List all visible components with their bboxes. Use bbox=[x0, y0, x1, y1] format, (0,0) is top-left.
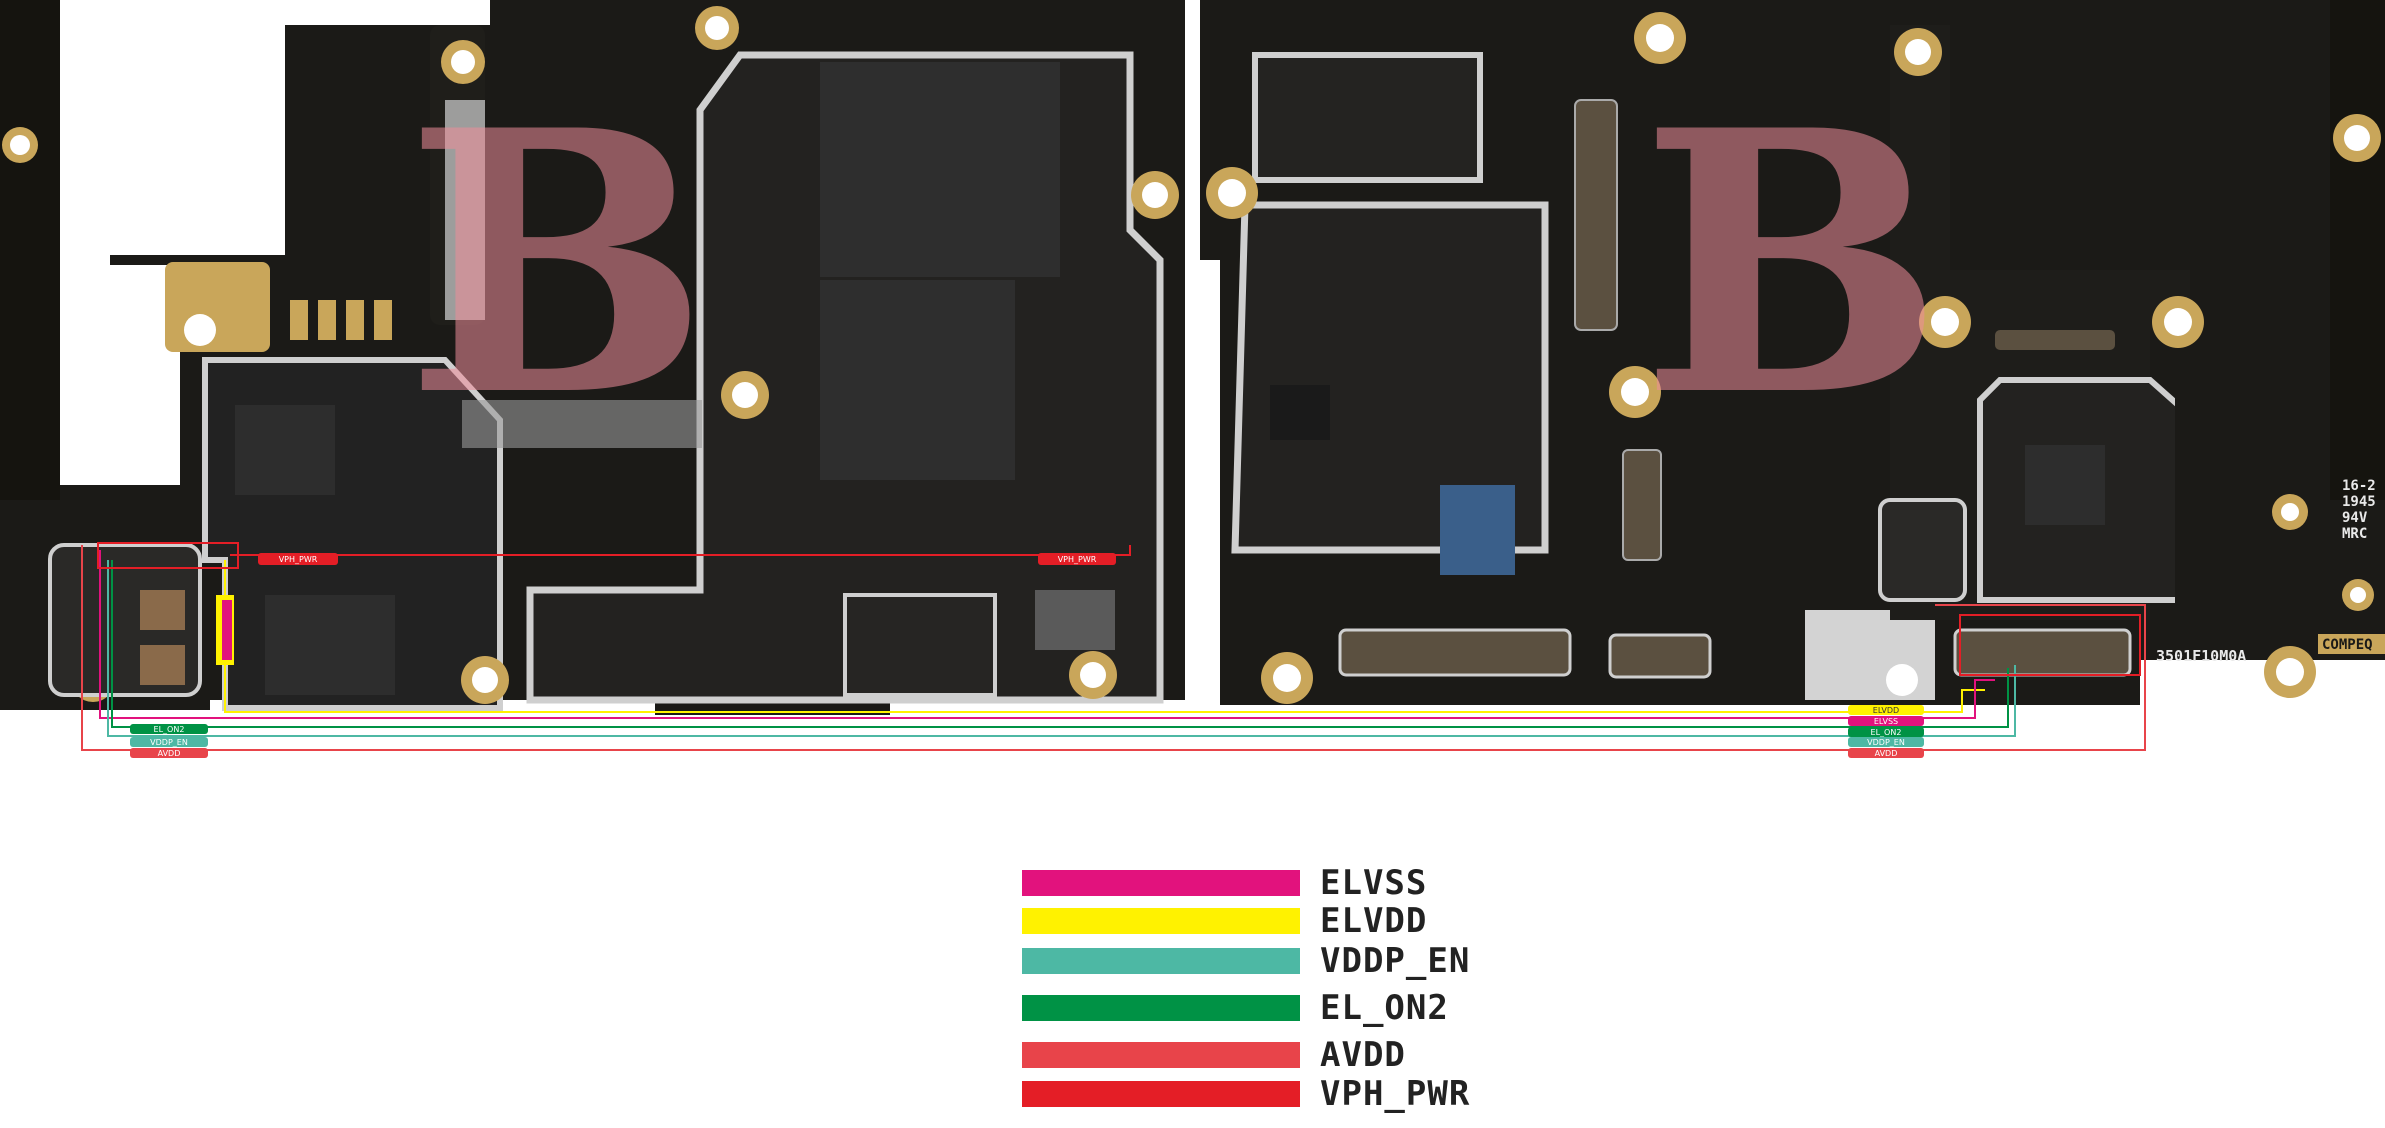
legend-label-elvdd: ELVDD bbox=[1320, 901, 1428, 941]
legend-item-el-on2: EL_ON2 bbox=[1022, 988, 1449, 1028]
vph-pwr-tag-left bbox=[258, 553, 338, 565]
legend-item-vph-pwr: VPH_PWR bbox=[1022, 1074, 1470, 1114]
trace-elvss bbox=[99, 550, 1995, 719]
tag-left-el-on2 bbox=[130, 724, 208, 734]
silk-maker-label: COMPEQ bbox=[2322, 637, 2373, 653]
silk-date-1: 16-2 bbox=[2342, 478, 2376, 494]
svg-text:B: B bbox=[1640, 52, 1944, 475]
trace-el-on2 bbox=[111, 560, 2009, 728]
net-traces bbox=[81, 542, 2146, 751]
left-connector-highlight bbox=[97, 542, 239, 569]
right-pcb-board bbox=[1200, 0, 2385, 705]
tag-right-el-on2-label: EL_ON2 bbox=[1871, 728, 1902, 737]
legend-swatch-vddp-en bbox=[1022, 948, 1300, 974]
trace-avdd bbox=[81, 545, 2146, 751]
tag-left-vddp-en bbox=[130, 737, 208, 747]
legend-label-el-on2: EL_ON2 bbox=[1320, 988, 1449, 1028]
tag-right-elvdd bbox=[1848, 705, 1924, 715]
legend-item-avdd: AVDD bbox=[1022, 1035, 1406, 1075]
legend-swatch-vph-pwr bbox=[1022, 1081, 1300, 1107]
legend-label-vddp-en: VDDP_EN bbox=[1320, 941, 1471, 981]
vph-pwr-tag-right-label: VPH_PWR bbox=[1058, 555, 1097, 564]
tag-left-avdd bbox=[130, 748, 208, 758]
silk-maker-box bbox=[2318, 634, 2385, 654]
legend-swatch-elvdd bbox=[1022, 908, 1300, 934]
tag-left-vddp-en-label: VDDP_EN bbox=[150, 738, 188, 747]
silk-date-2: 1945 bbox=[2342, 494, 2376, 510]
silk-model-code: 3501F10M0A bbox=[2156, 647, 2246, 665]
silk-mark: MRC bbox=[2342, 526, 2367, 542]
tag-right-avdd bbox=[1848, 748, 1924, 758]
right-connector-highlight bbox=[1959, 614, 2141, 676]
vph-pwr-tag-left-label: VPH_PWR bbox=[279, 555, 318, 564]
legend-label-vph-pwr: VPH_PWR bbox=[1320, 1074, 1471, 1114]
tag-right-elvdd-label: ELVDD bbox=[1873, 706, 1899, 715]
tag-right-elvss-label: ELVSS bbox=[1874, 717, 1898, 726]
left-elvss-tag bbox=[222, 600, 232, 660]
tag-right-elvss bbox=[1848, 716, 1924, 726]
legend-swatch-elvss bbox=[1022, 870, 1300, 896]
vph-pwr-tag-right bbox=[1038, 553, 1116, 565]
tag-right-vddp-en-label: VDDP_EN bbox=[1867, 738, 1905, 747]
legend-item-elvss: ELVSS bbox=[1022, 863, 1427, 903]
tag-right-avdd-label: AVDD bbox=[1875, 749, 1898, 758]
svg-text:B: B bbox=[405, 52, 709, 475]
tag-left-avdd-label: AVDD bbox=[158, 749, 181, 758]
tag-left-el-on2-label: EL_ON2 bbox=[154, 725, 185, 734]
legend-label-elvss: ELVSS bbox=[1320, 863, 1428, 903]
silk-rating: 94V bbox=[2342, 510, 2368, 526]
trace-vph-pwr bbox=[230, 545, 1131, 556]
legend-label-avdd: AVDD bbox=[1320, 1035, 1406, 1075]
legend-item-vddp-en: VDDP_EN bbox=[1022, 941, 1470, 981]
trace-vddp-en bbox=[107, 560, 2016, 737]
legend-item-elvdd: ELVDD bbox=[1022, 901, 1427, 941]
legend-swatch-avdd bbox=[1022, 1042, 1300, 1068]
watermark-logo: B B bbox=[405, 52, 1944, 475]
tag-right-el-on2 bbox=[1848, 727, 1924, 737]
tag-right-vddp-en bbox=[1848, 737, 1924, 747]
left-pcb-board bbox=[0, 0, 1185, 715]
legend-swatch-el-on2 bbox=[1022, 995, 1300, 1021]
